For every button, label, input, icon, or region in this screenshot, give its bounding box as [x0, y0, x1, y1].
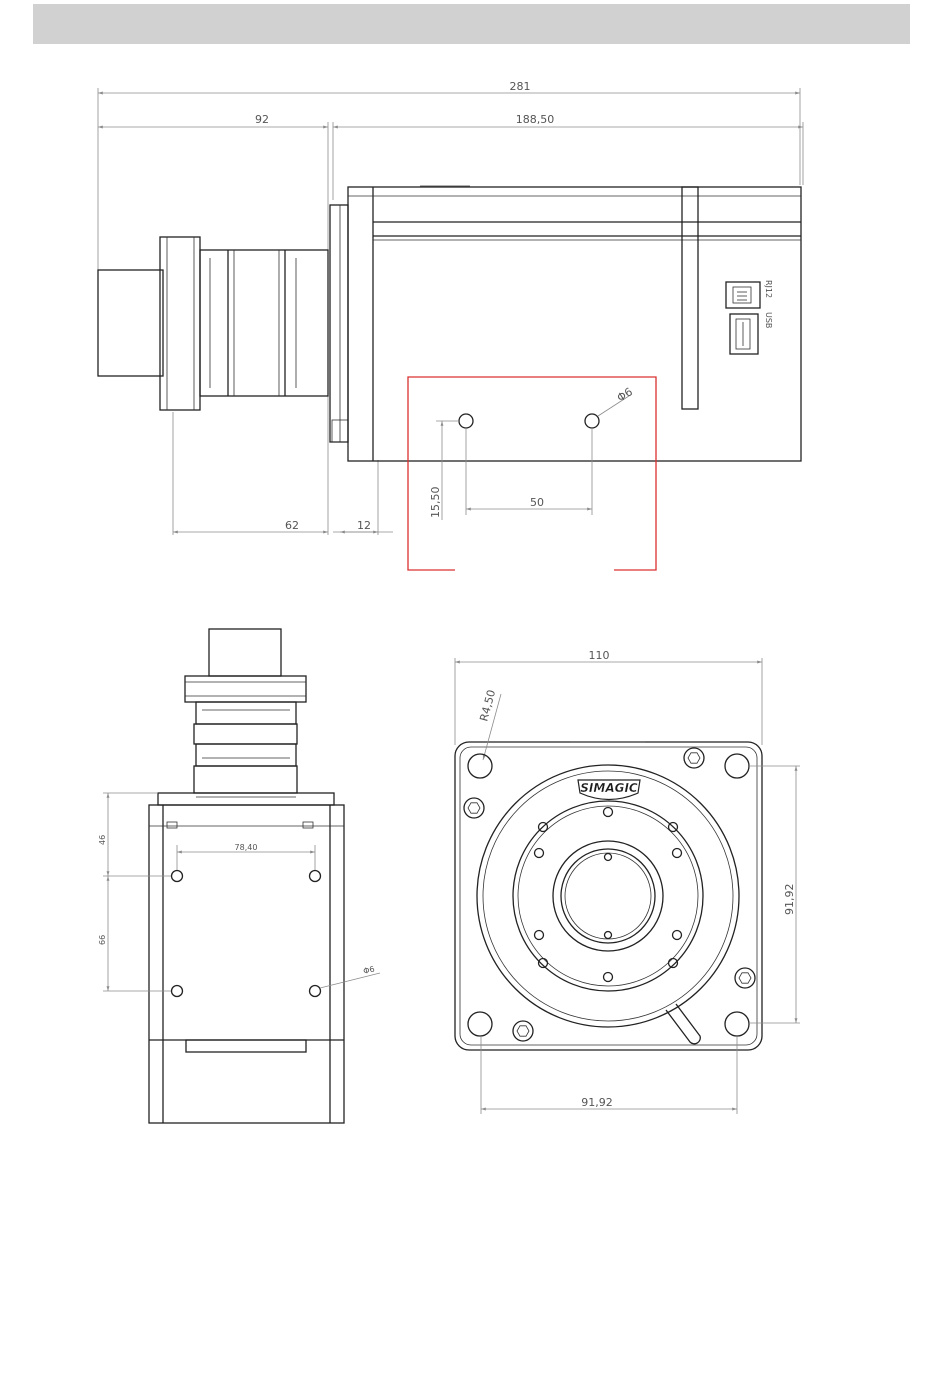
dim-corner-radius: R4,50 — [477, 688, 498, 722]
rj12-port: RJ12 — [726, 280, 773, 308]
outer-ring — [477, 765, 739, 1027]
top-hole — [172, 986, 183, 997]
bolt-hole — [725, 754, 749, 778]
hex-screw — [464, 798, 484, 818]
usb-port: USB — [730, 312, 773, 354]
side-view: 281 92 188,50 — [98, 80, 803, 570]
dim-clamp-length: 62 — [285, 519, 299, 532]
motor-housing — [348, 187, 801, 461]
dim-overall-length: 281 — [510, 80, 531, 93]
hex-screw — [684, 748, 704, 768]
hex-screw — [513, 1021, 533, 1041]
dim-bolt-spacing-vertical: 91,92 — [783, 884, 796, 916]
hex-screw — [735, 968, 755, 988]
rj12-port-label: RJ12 — [764, 280, 773, 298]
front-view: 110 R4,50 — [455, 649, 800, 1114]
highlight-bracket — [408, 377, 656, 570]
top-view: 78,40 46 66 Φ6 — [98, 629, 380, 1123]
mount-hole — [585, 414, 599, 428]
dim-shaft-length: 92 — [255, 113, 269, 126]
clamp-body — [200, 250, 328, 396]
dim-flange-width: 110 — [589, 649, 610, 662]
bolt-hole — [468, 1012, 492, 1036]
dim-flange-offset: 12 — [357, 519, 371, 532]
mount-flange — [330, 205, 348, 442]
top-hole — [310, 871, 321, 882]
dim-hole-spacing: 50 — [530, 496, 544, 509]
dim-top-offset-1: 46 — [98, 835, 107, 845]
center-bore — [561, 849, 655, 943]
mount-hole — [459, 414, 473, 428]
bore-ring — [553, 841, 663, 951]
dim-hole-diameter: Φ6 — [615, 385, 635, 404]
top-hole — [310, 986, 321, 997]
cable-lever — [666, 1004, 700, 1044]
top-shaft — [209, 629, 281, 676]
bolt-hole — [468, 754, 492, 778]
hub-ring — [513, 801, 703, 991]
dim-bolt-spacing-horizontal: 91,92 — [581, 1096, 613, 1109]
dim-top-hole-spacing: 78,40 — [235, 843, 258, 852]
usb-port-label: USB — [764, 312, 773, 328]
top-hole — [172, 871, 183, 882]
motor-shaft — [98, 270, 163, 376]
brand-badge-label: SIMAGIC — [580, 781, 638, 795]
bolt-hole — [725, 1012, 749, 1036]
dim-body-length: 188,50 — [516, 113, 555, 126]
dim-hole-height: 15,50 — [429, 487, 442, 519]
brand-badge: SIMAGIC — [578, 780, 640, 800]
dim-top-offset-2: 66 — [98, 935, 107, 945]
